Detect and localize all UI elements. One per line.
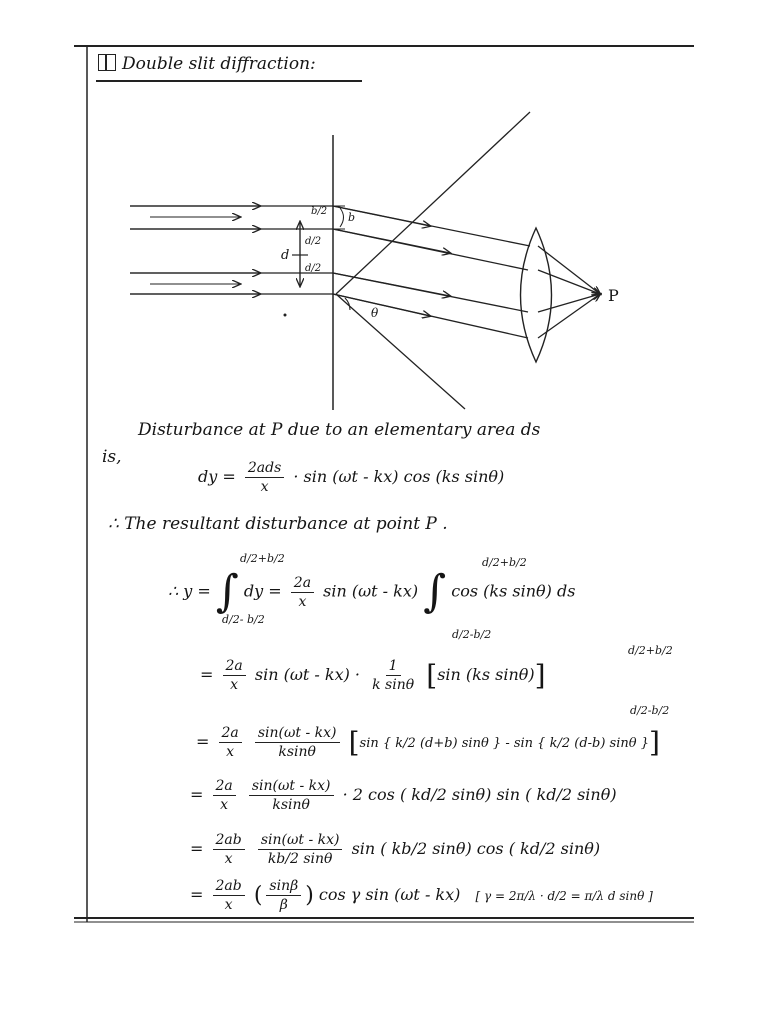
page-title-text: Double slit diffraction: [122,54,316,74]
eq4-coef: 2a x [218,725,242,760]
eq3-f-den: k sinθ [372,677,415,693]
eq6-coef-num: 2ab [212,832,245,850]
eq7-paren-den: β [279,897,288,913]
eq6-f-num: sin(ωt - kx) [257,832,343,850]
eq6-f-den: kb/2 sinθ [267,851,333,867]
eq7-coef: 2ab x [212,878,245,913]
resultant-line: ∴ The resultant disturbance at point P . [108,514,448,534]
equation-1: dy = 2ads x · sin (ωt - kx) cos (ks sinθ… [198,460,504,495]
eq5-f-den: ksinθ [272,797,310,813]
eq5-prefix: = [190,785,204,804]
equation-2: ∴ y = ∫ dy = 2a x sin (ωt - kx) ∫ cos (k… [168,570,575,614]
label-d-half-top: d/2 [305,236,321,247]
eq3-bracket: sin (ks sinθ) [437,665,535,684]
eq7-coef-den: x [224,897,233,913]
eq2-integrand: dy = [243,581,282,601]
section-icon [98,54,116,71]
eq5-fraction: sin(ωt - kx) ksinθ [248,778,334,813]
label-b: b [348,211,355,224]
eq7-paren-num: sinβ [266,878,302,896]
eq6-fraction: sin(ωt - kx) kb/2 sinθ [257,832,343,867]
eq7-prefix: = [190,885,204,904]
eq5-coef-den: x [220,797,229,813]
eq1-num: 2ads [244,460,285,478]
intro-line-2: is, [102,447,122,467]
title-underline [96,80,362,82]
eq2-lower-limit-2: d/2-b/2 [452,628,492,641]
label-d-half-bottom: d/2 [305,263,321,274]
equation-7: = 2ab x ( sinβ β ) cos γ sin (ωt - kx) [… [190,878,653,913]
eq7-note: [ γ = 2π/λ · d/2 = π/λ d sinθ ] [475,889,653,903]
label-theta: θ [371,306,379,320]
label-d: d [281,248,289,263]
eq2-upper-limit: d/2+b/2 [240,552,285,565]
equation-6: = 2ab x sin(ωt - kx) kb/2 sinθ sin ( kb/… [190,832,600,867]
diffraction-boundary [335,293,466,410]
convex-lens [519,226,553,364]
intro-line-1: Disturbance at P due to an elementary ar… [138,420,541,440]
eq1-lhs: dy = [198,467,236,486]
eq2-coef-num: 2a [290,575,315,593]
eq4-coef-den: x [226,744,235,760]
eq7-sinc: sinβ β [266,878,302,913]
eq1-fraction: 2ads x [244,460,285,495]
eq2-lower-limit: d/2- b/2 [222,613,265,626]
diffraction-boundary [335,111,531,295]
eq6-rest: sin ( kb/2 sinθ) cos ( kd/2 sinθ) [351,839,601,858]
eq2-integrand-2: cos (ks sinθ) ds [451,581,576,601]
eq5-f-num: sin(ωt - kx) [248,778,334,796]
equation-5: = 2a x sin(ωt - kx) ksinθ · 2 cos ( kd/2… [190,778,617,813]
eq1-rhs: · sin (ωt - kx) cos (ks sinθ) [293,467,505,486]
eq4-prefix: = [196,732,210,751]
eq2-coef-den: x [298,593,307,610]
eq3-lower-limit: d/2-b/2 [630,704,670,717]
eq6-prefix: = [190,839,204,858]
eq3-mid: sin (ωt - kx) · [254,665,361,684]
eq5-coef-num: 2a [212,778,236,796]
eq3-coef: 2a x [222,658,246,693]
eq2-lhs: ∴ y = [168,581,211,601]
eq4-f-num: sin(ωt - kx) [254,725,340,743]
eq3-fraction: 1 k sinθ [369,658,417,693]
eq3-prefix: = [200,665,214,684]
eq3-f-num: 1 [385,658,401,676]
eq3-coef-den: x [230,677,239,693]
eq4-fraction: sin(ωt - kx) ksinθ [254,725,340,760]
eq6-coef-den: x [224,851,233,867]
eq1-den: x [260,479,269,495]
eq4-bracket: sin { k/2 (d+b) sinθ } - sin { k/2 (d-b)… [359,736,649,751]
eq6-coef: 2ab x [212,832,245,867]
integral-sign: ∫ [215,566,239,617]
label-b-half: b/2 [311,206,327,217]
eq7-coef-num: 2ab [212,878,245,896]
integral-sign-2: ∫ [423,566,447,617]
eq5-rest: · 2 cos ( kd/2 sinθ) sin ( kd/2 sinθ) [342,785,617,804]
eq2-coef: 2a x [290,575,315,610]
page-title: Double slit diffraction: [98,54,316,74]
equation-3: = 2a x sin (ωt - kx) · 1 k sinθ [sin (ks… [200,658,546,693]
eq5-coef: 2a x [212,778,236,813]
eq4-coef-num: 2a [218,725,242,743]
equation-4: = 2a x sin(ωt - kx) ksinθ [sin { k/2 (d+… [196,725,660,760]
eq4-f-den: ksinθ [278,744,316,760]
label-point-p: P [608,286,619,305]
eq3-upper-limit: d/2+b/2 [628,644,673,657]
eq3-coef-num: 2a [222,658,246,676]
eq7-rest: cos γ sin (ωt - kx) [318,885,461,904]
eq2-upper-limit-2: d/2+b/2 [482,556,527,569]
eq2-mid: sin (ωt - kx) [323,581,419,601]
